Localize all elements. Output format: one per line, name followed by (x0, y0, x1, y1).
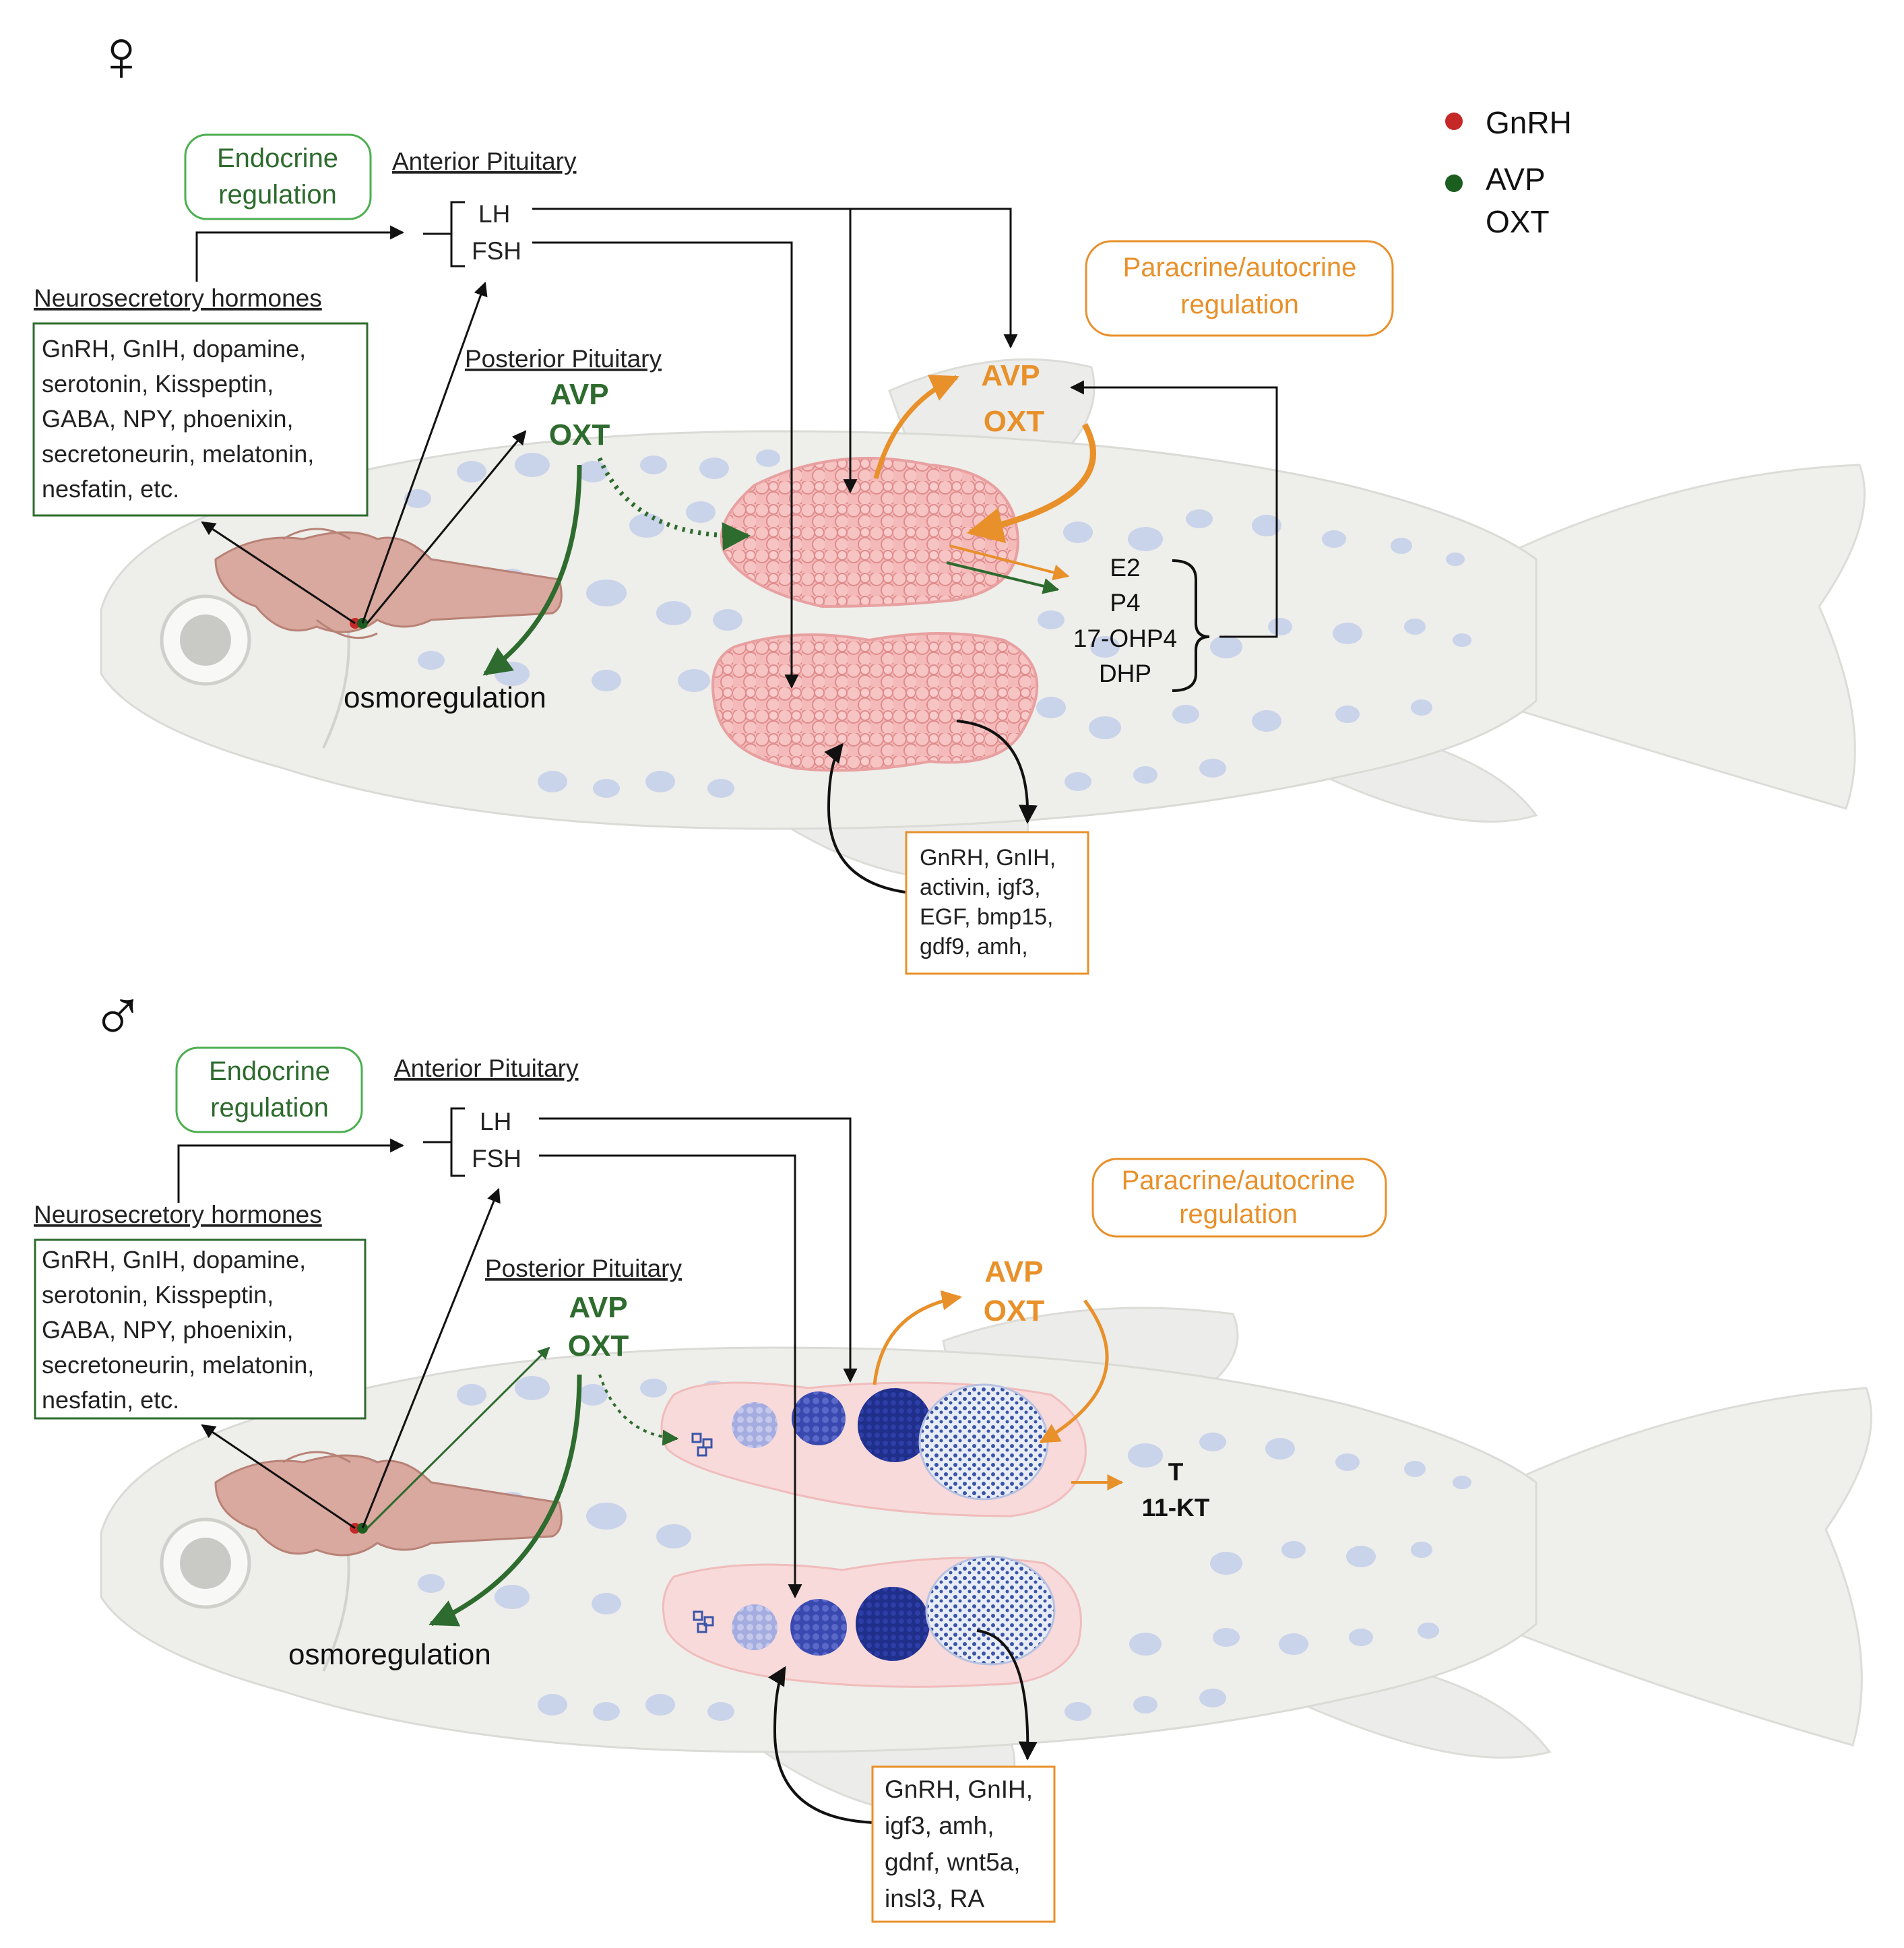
legend-gnrh-dot (1445, 113, 1463, 130)
male-neuro-item: GnRH, GnIH, dopamine, (42, 1246, 306, 1274)
legend: GnRH AVP OXT (1445, 105, 1572, 239)
female-steroid-17ohp4: 17-OHP4 (1073, 625, 1177, 652)
female-neuro-item: secretoneurin, melatonin, (42, 440, 314, 468)
female-local-item: activin, igf3, (920, 875, 1041, 900)
male-lh-label: LH (480, 1108, 511, 1135)
female-brain (214, 528, 563, 639)
male-neurosecretory-title: Neurosecretory hormones (34, 1201, 322, 1228)
female-steroid-p4: P4 (1110, 589, 1140, 617)
female-fsh-label: FSH (472, 237, 521, 265)
female-neurosecretory-title: Neurosecretory hormones (34, 284, 322, 312)
male-androgen-t: T (1168, 1458, 1184, 1486)
female-endocrine-line2: regulation (218, 180, 337, 210)
male-testis-lower (662, 1555, 1082, 1688)
male-local-item: igf3, amh, (885, 1812, 994, 1840)
female-para-oxt: OXT (984, 405, 1045, 438)
male-paracrine-line2: regulation (1179, 1199, 1298, 1229)
female-neuro-item: nesfatin, etc. (42, 475, 179, 503)
female-steroid-dhp: DHP (1099, 660, 1151, 687)
female-paracrine-box: Paracrine/autocrine regulation (1085, 240, 1394, 337)
female-local-item: GnRH, GnIH, (920, 845, 1056, 871)
female-neuro-item: GnRH, GnIH, dopamine, (42, 335, 306, 363)
male-post-avp: AVP (569, 1291, 627, 1324)
male-neurosecretory-box: GnRH, GnIH, dopamine, serotonin, Kisspep… (34, 1238, 367, 1420)
female-anterior-pituitary-label: Anterior Pituitary (392, 148, 577, 175)
male-local-item: gdnf, wnt5a, (885, 1848, 1021, 1876)
female-local-factors-box: GnRH, GnIH, activin, igf3, EGF, bmp15, g… (905, 831, 1089, 975)
male-fsh-label: FSH (472, 1145, 521, 1172)
male-osmoregulation: osmoregulation (288, 1638, 491, 1671)
female-ovary-lower (711, 632, 1039, 772)
male-paracrine-line1: Paracrine/autocrine (1122, 1166, 1356, 1195)
female-para-avp: AVP (981, 359, 1040, 392)
male-para-oxt: OXT (984, 1294, 1045, 1327)
male-testis-upper (660, 1381, 1087, 1517)
female-neuro-item: serotonin, Kisspeptin, (42, 370, 274, 398)
female-paracrine-line2: regulation (1180, 290, 1299, 319)
male-symbol: ♂ (90, 974, 146, 1057)
male-fish-body (100, 1307, 1872, 1817)
male-local-item: GnRH, GnIH, (885, 1776, 1033, 1803)
female-post-avp: AVP (550, 378, 608, 411)
female-panel: ♀ Endocrine regulation Anterior Pituitar… (32, 14, 1866, 975)
female-endocrine-line1: Endocrine (217, 144, 338, 173)
male-para-avp: AVP (984, 1255, 1043, 1288)
female-neurosecretory-box: GnRH, GnIH, dopamine, serotonin, Kisspep… (32, 322, 369, 517)
female-paracrine-line1: Paracrine/autocrine (1123, 253, 1357, 282)
male-neuro-item: nesfatin, etc. (42, 1386, 179, 1414)
male-local-item: insl3, RA (885, 1885, 984, 1912)
female-symbol: ♀ (94, 14, 150, 97)
male-local-factors-box: GnRH, GnIH, igf3, amh, gdnf, wnt5a, insl… (871, 1765, 1056, 1923)
male-neuro-item: secretoneurin, melatonin, (42, 1351, 314, 1379)
legend-gnrh-label: GnRH (1486, 105, 1572, 140)
legend-avp-oxt-dot (1445, 175, 1463, 192)
male-posterior-pituitary-label: Posterior Pituitary (485, 1255, 682, 1282)
male-panel: ♂ Endocrine regulation Anterior Pituitar… (34, 974, 1872, 1923)
female-steroids: E2 P4 17-OHP4 DHP (1073, 554, 1210, 692)
female-local-item: EGF, bmp15, (920, 904, 1053, 930)
female-post-oxt: OXT (549, 418, 610, 451)
female-lh-label: LH (478, 200, 510, 228)
male-androgen-11kt: 11-KT (1142, 1494, 1210, 1521)
female-local-item: gdf9, amh, (920, 934, 1028, 960)
male-neuro-item: GABA, NPY, phoenixin, (42, 1316, 294, 1344)
legend-oxt-label: OXT (1486, 204, 1550, 239)
male-post-oxt: OXT (568, 1329, 629, 1362)
female-ovary-upper (720, 457, 1019, 608)
male-neuro-item: serotonin, Kisspeptin, (42, 1281, 274, 1309)
female-steroid-e2: E2 (1110, 554, 1140, 582)
female-endocrine-box: Endocrine regulation (184, 133, 372, 220)
male-brain (214, 1451, 563, 1557)
male-endocrine-line2: regulation (210, 1093, 329, 1123)
male-endocrine-box: Endocrine regulation (175, 1046, 363, 1133)
female-osmoregulation: osmoregulation (344, 681, 546, 714)
male-paracrine-box: Paracrine/autocrine regulation (1091, 1158, 1387, 1238)
female-neuro-item: GABA, NPY, phoenixin, (42, 405, 294, 433)
female-posterior-pituitary-label: Posterior Pituitary (465, 345, 662, 373)
male-anterior-pituitary-label: Anterior Pituitary (394, 1055, 579, 1082)
legend-avp-label: AVP (1486, 162, 1546, 197)
male-endocrine-line1: Endocrine (209, 1057, 330, 1086)
